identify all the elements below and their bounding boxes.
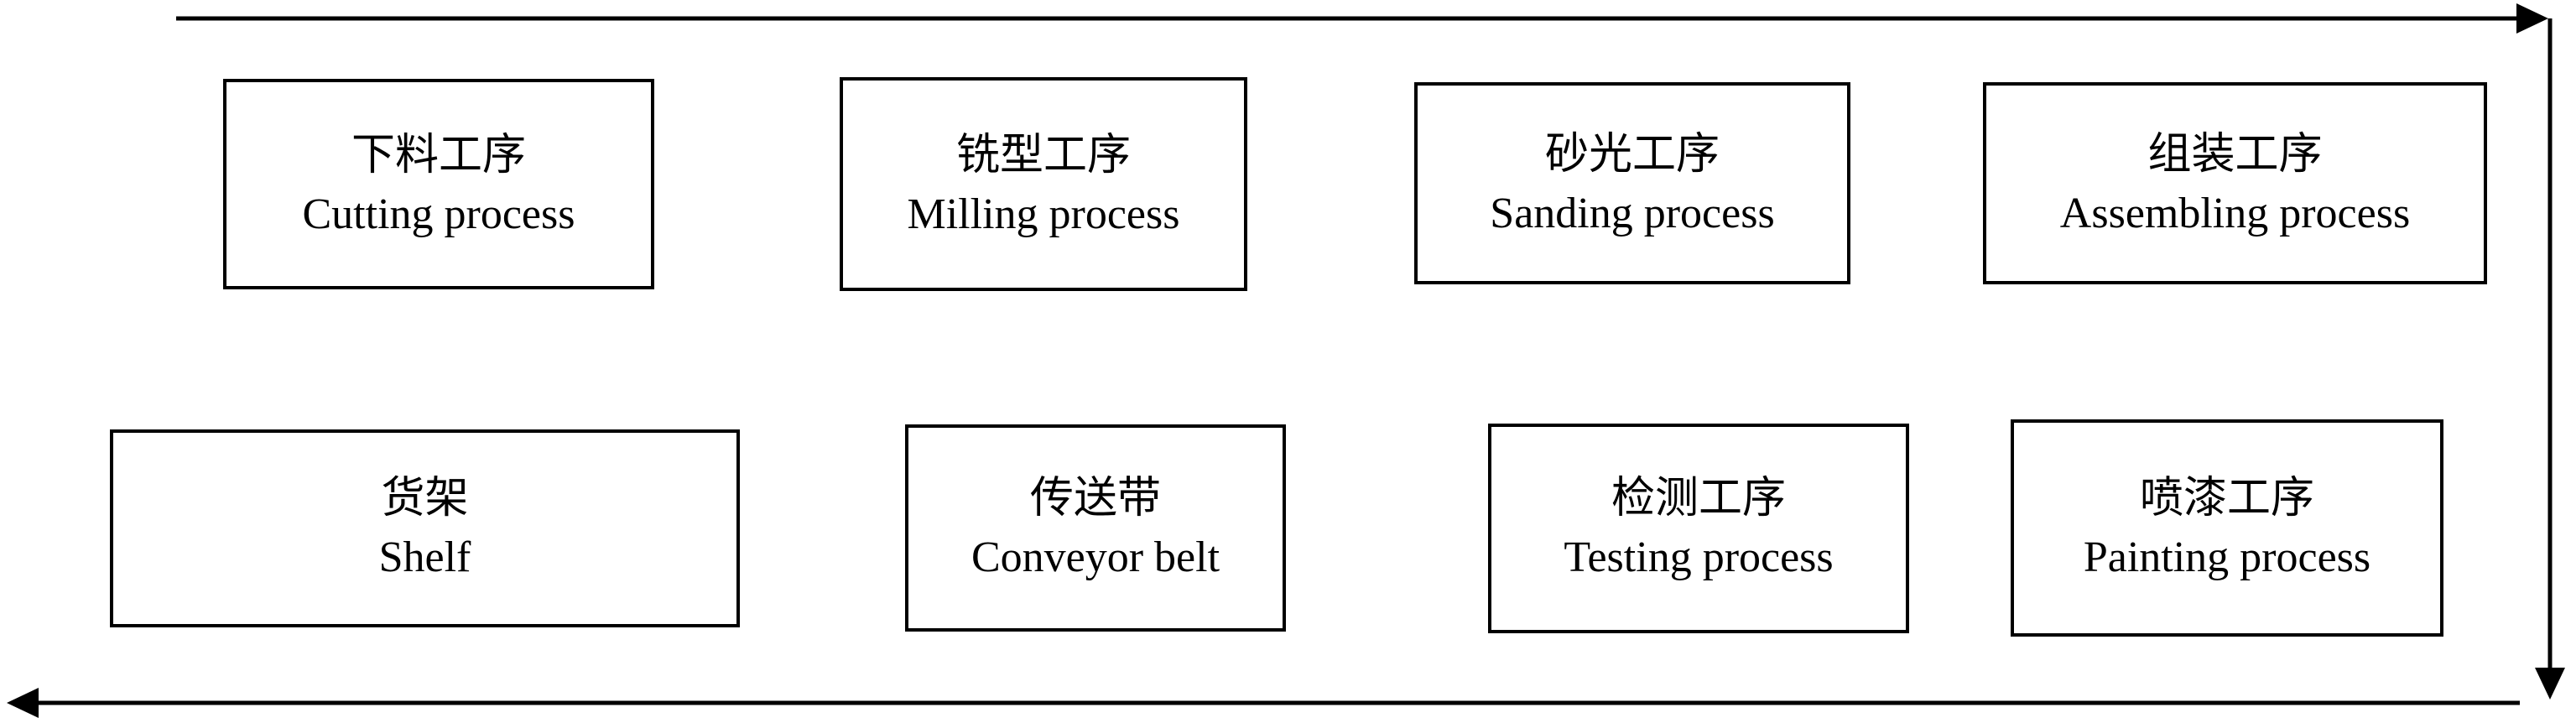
shelf-box: 货架 Shelf xyxy=(110,429,740,627)
painting-process-box: 喷漆工序 Painting process xyxy=(2011,419,2443,637)
assembling-process-zh-label: 组装工序 xyxy=(2147,130,2323,179)
bottom-flow-arrowhead xyxy=(7,688,39,718)
testing-process-zh-label: 检测工序 xyxy=(1611,475,1786,523)
shelf-en-label: Shelf xyxy=(378,533,471,581)
painting-process-zh-label: 喷漆工序 xyxy=(2139,474,2314,523)
cutting-process-en-label: Cutting process xyxy=(302,190,575,238)
conveyor-belt-zh-label: 传送带 xyxy=(1029,474,1161,523)
milling-process-zh-label: 铣型工序 xyxy=(955,131,1131,179)
sanding-process-en-label: Sanding process xyxy=(1490,189,1775,237)
sanding-process-zh-label: 砂光工序 xyxy=(1544,130,1720,179)
painting-process-en-label: Painting process xyxy=(2083,533,2371,581)
assembling-process-box: 组装工序 Assembling process xyxy=(1983,82,2487,284)
milling-process-box: 铣型工序 Milling process xyxy=(840,77,1247,291)
cutting-process-zh-label: 下料工序 xyxy=(351,131,526,179)
sanding-process-box: 砂光工序 Sanding process xyxy=(1414,82,1850,284)
testing-process-en-label: Testing process xyxy=(1564,533,1834,581)
conveyor-belt-box: 传送带 Conveyor belt xyxy=(905,424,1286,632)
cutting-process-box: 下料工序 Cutting process xyxy=(223,79,654,289)
assembling-process-en-label: Assembling process xyxy=(2059,189,2411,237)
right-flow-arrowhead xyxy=(2535,668,2565,700)
shelf-zh-label: 货架 xyxy=(381,475,469,523)
top-flow-arrowhead xyxy=(2516,3,2548,34)
testing-process-box: 检测工序 Testing process xyxy=(1488,424,1909,633)
milling-process-en-label: Milling process xyxy=(907,190,1180,238)
conveyor-belt-en-label: Conveyor belt xyxy=(971,533,1220,581)
